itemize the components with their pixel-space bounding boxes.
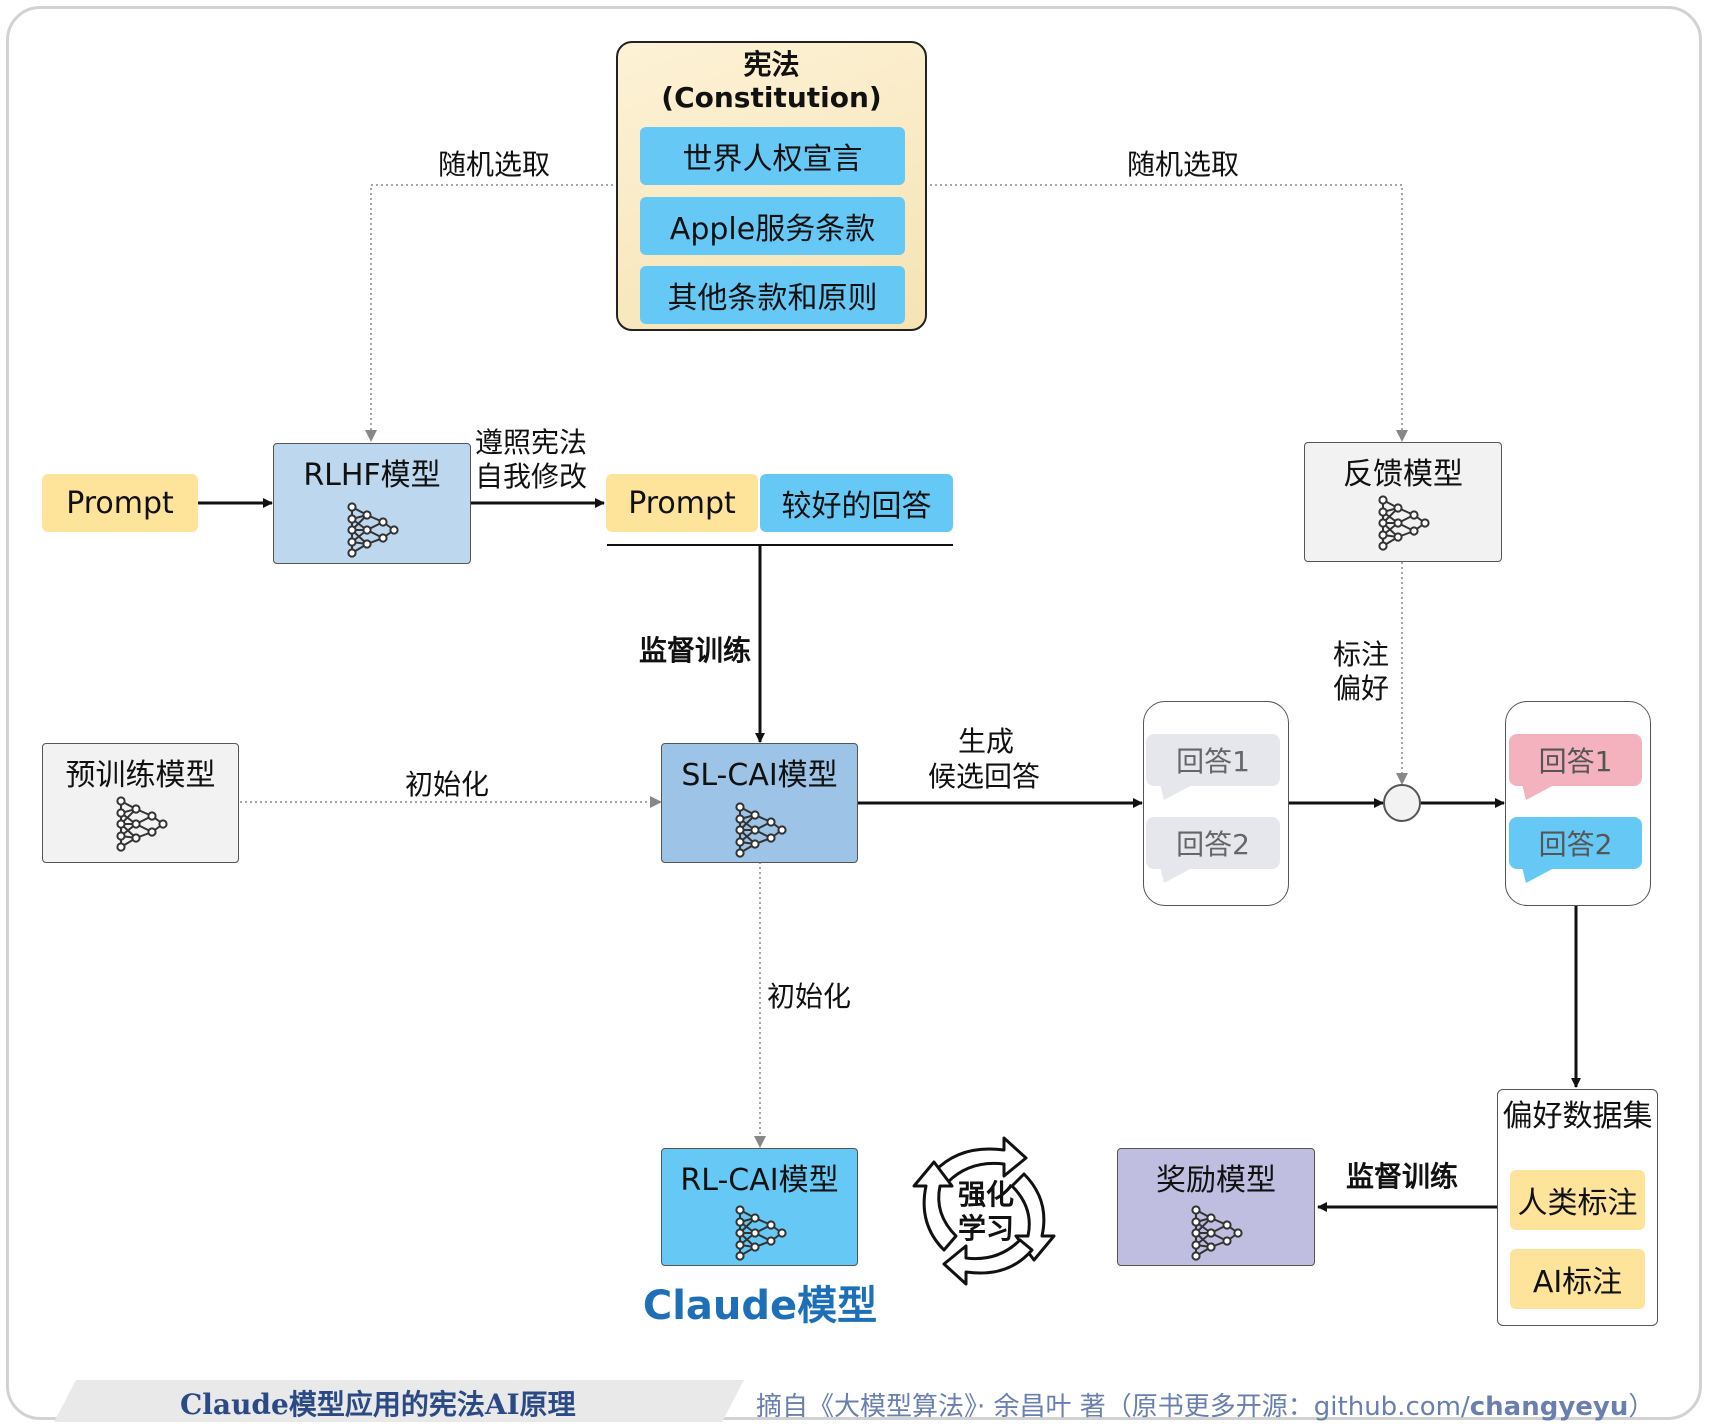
constitution-title: 宪法: [743, 48, 800, 81]
ai-label: AI标注: [1510, 1249, 1645, 1309]
follow-constitution-label: 遵照宪法: [475, 426, 588, 459]
constitution-subtitle: (Constitution): [661, 80, 882, 114]
feedback-model-box: 反馈模型: [1304, 442, 1502, 562]
feedback-model-title: 反馈模型: [1343, 457, 1463, 492]
init-label-2: 初始化: [767, 980, 852, 1013]
reward-model-box: 奖励模型: [1117, 1148, 1315, 1266]
footer-title: Claude模型应用的宪法AI原理: [180, 1388, 576, 1421]
generate-label: 生成: [958, 725, 1015, 758]
preference-label: 偏好: [1333, 672, 1390, 705]
rl-cai-model-title: RL-CAI模型: [680, 1163, 839, 1198]
neural-network-icon: [734, 1205, 787, 1261]
claude-model-label: Claude模型: [642, 1283, 878, 1329]
rlhf-model-box: RLHF模型: [273, 443, 471, 564]
sl-cai-model-title: SL-CAI模型: [681, 758, 838, 793]
ranked-answer-1: 回答1: [1509, 734, 1642, 786]
prompt-left: Prompt: [42, 474, 198, 532]
candidate-answers-label: 候选回答: [928, 760, 1041, 793]
init-label-1: 初始化: [405, 768, 490, 801]
speech-bubble-tail: [1522, 867, 1556, 883]
neural-network-icon: [734, 802, 787, 858]
speech-bubble-tail: [1160, 784, 1194, 800]
rl-label-1: 强化: [958, 1178, 1015, 1211]
random-select-left-label: 随机选取: [438, 148, 551, 181]
candidate-answer-2: 回答2: [1146, 817, 1280, 869]
constitution-item-other-principles: 其他条款和原则: [640, 266, 905, 324]
footer-credit: 摘自《大模型算法》· 余昌叶 著（原书更多开源：github.com/chang…: [756, 1386, 1654, 1423]
footer-credit-suffix: ）: [1628, 1392, 1655, 1422]
neural-network-icon: [1378, 495, 1430, 551]
neural-network-icon: [115, 796, 168, 852]
candidate-answer-1: 回答1: [1146, 734, 1280, 786]
random-right-connector: [925, 184, 1408, 442]
supervised-training-label-1: 监督训练: [639, 634, 752, 667]
preference-dataset-title: 偏好数据集: [1502, 1099, 1653, 1134]
rl-cai-model-box: RL-CAI模型: [661, 1148, 858, 1266]
footer-banner: [54, 1380, 744, 1422]
neural-network-icon: [347, 502, 399, 558]
speech-bubble-tail: [1522, 784, 1556, 800]
annotate-label: 标注: [1333, 638, 1390, 671]
speech-bubble-tail: [1160, 867, 1194, 883]
ranked-answer-2: 回答2: [1509, 817, 1642, 869]
constitution-item-apple-terms: Apple服务条款: [640, 197, 905, 255]
footer-credit-prefix: 摘自《大模型算法》· 余昌叶 著（原书更多开源：github.com/: [756, 1392, 1470, 1422]
footer-credit-link[interactable]: changyeyu: [1469, 1392, 1629, 1422]
human-label: 人类标注: [1510, 1170, 1645, 1230]
constitution-item-human-rights: 世界人权宣言: [640, 127, 905, 185]
preference-junction: [1383, 784, 1421, 822]
random-select-right-label: 随机选取: [1127, 148, 1240, 181]
neural-network-icon: [1191, 1205, 1243, 1261]
diagram-frame: [6, 6, 1702, 1420]
self-revise-label: 自我修改: [475, 460, 588, 493]
better-answer: 较好的回答: [760, 474, 953, 532]
pretrained-model-box: 预训练模型: [42, 743, 239, 863]
prompt-mid: Prompt: [606, 474, 758, 532]
rlhf-model-title: RLHF模型: [303, 458, 441, 493]
reward-model-title: 奖励模型: [1156, 1163, 1276, 1198]
supervised-training-label-2: 监督训练: [1346, 1160, 1459, 1193]
rl-label-2: 学习: [958, 1212, 1015, 1245]
pretrained-model-title: 预训练模型: [65, 758, 216, 793]
sl-cai-model-box: SL-CAI模型: [661, 743, 858, 863]
rl-cycle-icon: [912, 1136, 1056, 1286]
random-left-connector: [365, 184, 618, 442]
